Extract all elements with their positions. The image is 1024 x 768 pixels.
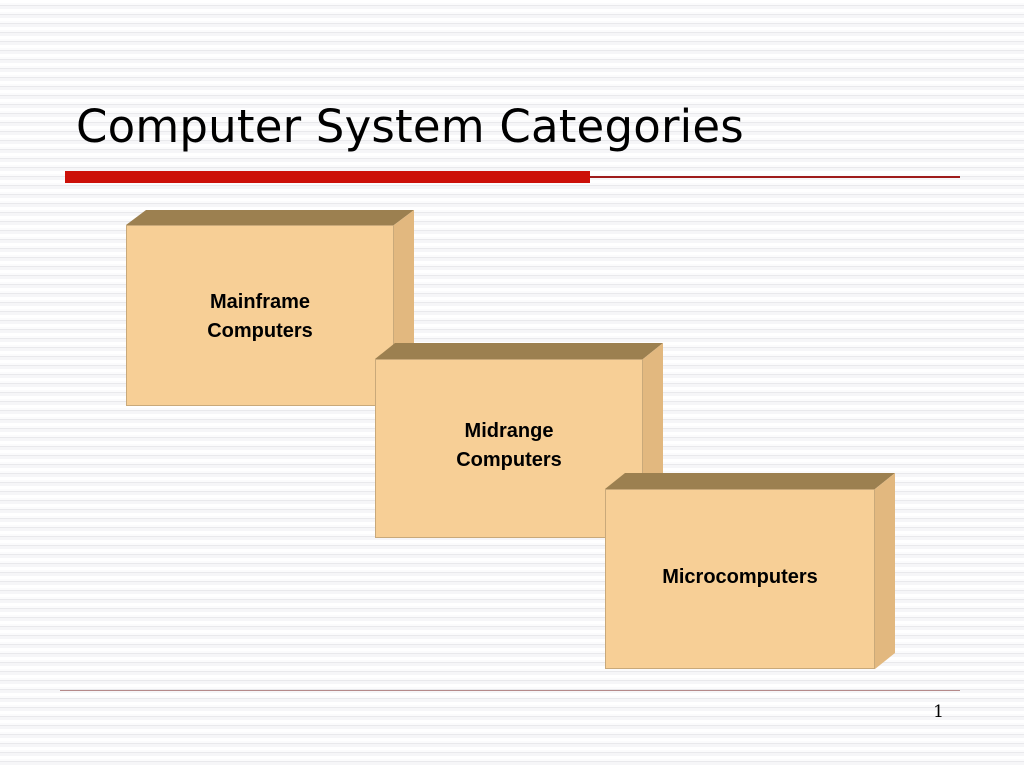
box-front-face [375, 359, 643, 538]
box-front-face [605, 489, 875, 669]
page-title: Computer System Categories [76, 100, 744, 153]
diagram-box-microcomputers[interactable]: Microcomputers [605, 473, 895, 669]
page-number: 1 [933, 702, 944, 722]
footer-divider [60, 690, 960, 691]
box-label-microcomputers: Microcomputers [662, 566, 818, 588]
box-label-midrange: Midrange Computers [456, 420, 562, 471]
box-label-mainframe: Mainframe Computers [207, 291, 313, 342]
box-top-face-icon [605, 473, 895, 669]
box-front-face [126, 225, 394, 406]
diagram-box-mainframe[interactable]: Mainframe Computers [126, 210, 414, 406]
title-underline-thick [65, 171, 590, 183]
